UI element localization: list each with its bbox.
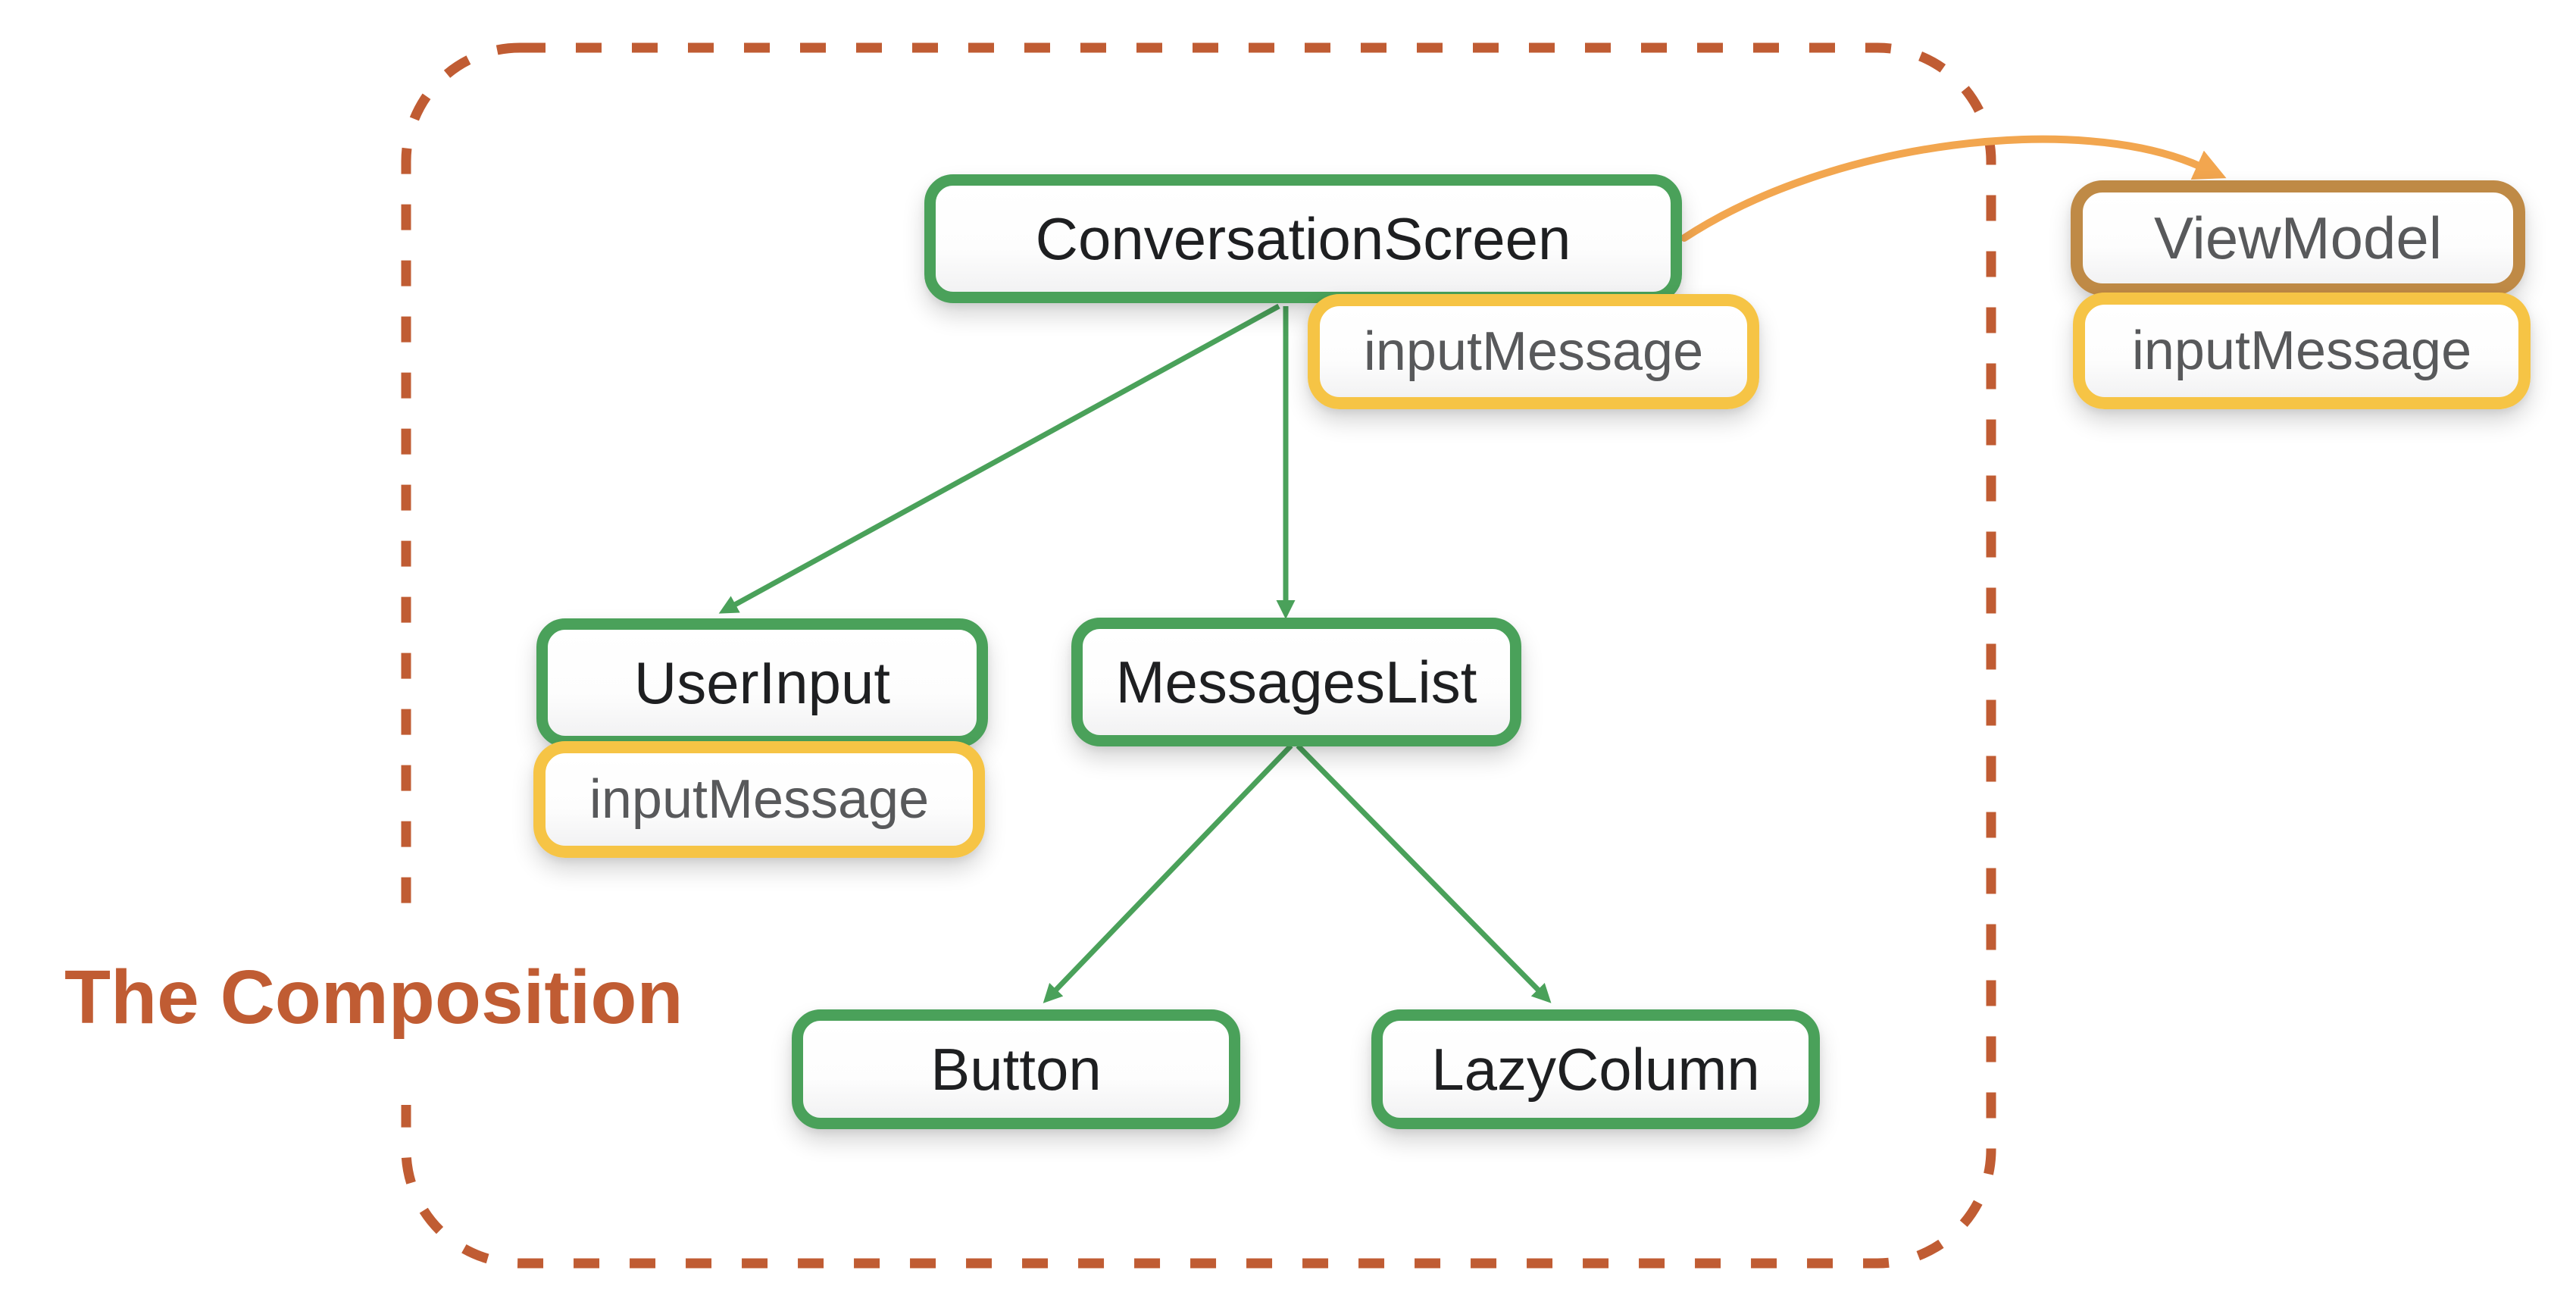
node-messageslist-label: MessagesList [1115,648,1477,715]
node-conversationscreen: ConversationScreen [924,174,1682,303]
node-conversationscreen-label: ConversationScreen [1035,205,1571,272]
edge-conversationscreen-to-userinput [718,303,1280,614]
node-viewmodel-label: ViewModel [2153,204,2443,271]
edge-conversationscreen-to-viewmodel-curved-arrow [1680,135,2227,242]
state-inputmessage-label: inputMessage [2131,321,2472,381]
boundary-gap-behind-title [385,906,427,1105]
node-userinput: UserInput [536,618,988,747]
node-lazycolumn-label: LazyColumn [1431,1035,1760,1103]
state-inputmessage-of-userinput: inputMessage [533,741,985,858]
diagram-title: The Composition [64,955,683,1040]
node-messageslist: MessagesList [1071,618,1521,746]
state-inputmessage-label: inputMessage [1363,321,1704,382]
node-button: Button [792,1009,1240,1129]
state-inputmessage-of-viewmodel: inputMessage [2073,293,2531,409]
node-button-label: Button [930,1035,1102,1103]
node-userinput-label: UserInput [633,649,891,716]
composition-boundary-dashed-border [401,42,1996,1269]
state-inputmessage-of-conversationscreen: inputMessage [1308,294,1759,409]
edge-messageslist-to-lazycolumn [1296,743,1552,1003]
state-inputmessage-label: inputMessage [589,769,930,830]
node-viewmodel: ViewModel [2071,180,2525,296]
node-lazycolumn: LazyColumn [1371,1009,1820,1129]
edge-messageslist-to-button [1043,743,1293,1003]
